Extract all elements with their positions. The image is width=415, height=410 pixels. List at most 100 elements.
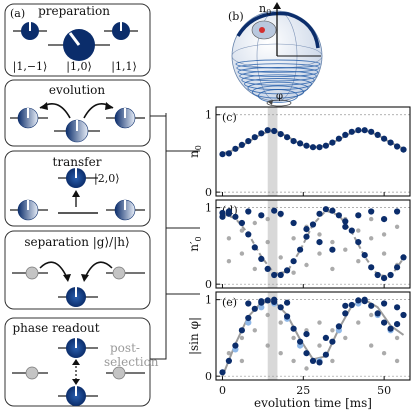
data-point (239, 251, 245, 256)
data-point (251, 244, 258, 251)
data-point (330, 239, 335, 245)
ket-label: |1,0⟩ (66, 60, 92, 74)
stage-separation: separation |g⟩/|h⟩ (4, 230, 151, 310)
data-point (232, 145, 239, 152)
ket-label: |1,1⟩ (111, 60, 137, 74)
data-point (356, 259, 361, 264)
data-point (265, 343, 270, 348)
data-point (322, 334, 329, 341)
data-point (284, 313, 291, 320)
data-point (271, 296, 278, 303)
data-point (394, 208, 401, 215)
data-point (317, 343, 322, 348)
data-point (329, 207, 336, 214)
data-point (265, 312, 270, 318)
stage-title: preparation (38, 4, 110, 18)
y-axis-label: n′0 (187, 236, 203, 251)
figure-label: (a) (10, 7, 25, 20)
data-point (225, 208, 232, 215)
data-point (381, 319, 388, 326)
data-point (355, 127, 362, 134)
panel-letter: (c) (222, 111, 237, 124)
data-point (304, 366, 309, 371)
data-point (232, 342, 239, 349)
stage-title: evolution (49, 83, 106, 97)
data-point (316, 144, 323, 151)
data-point (316, 239, 323, 246)
sphere-angle-label: φ (276, 91, 283, 102)
data-point (284, 134, 291, 141)
data-point (381, 251, 387, 256)
data-point (219, 369, 226, 376)
data-point (245, 300, 252, 307)
data-point (225, 357, 232, 364)
data-point (361, 252, 368, 259)
stage-title: phase readout (12, 321, 99, 335)
data-point (394, 335, 400, 341)
plot-frame (215, 291, 411, 381)
data-point (238, 327, 245, 334)
data-point (239, 228, 245, 233)
data-point (361, 127, 368, 134)
data-point (225, 150, 232, 157)
x-tick-label: 25 (296, 384, 310, 397)
data-point (304, 262, 309, 268)
data-point (271, 127, 278, 135)
data-point (394, 264, 401, 271)
data-point (291, 236, 296, 241)
data-point (245, 231, 252, 238)
data-point (258, 130, 265, 137)
data-point (368, 302, 375, 309)
data-point (271, 207, 278, 214)
atom-grey (25, 266, 39, 280)
data-point (317, 320, 322, 325)
data-point (374, 271, 381, 279)
stage-title: separation |g⟩/|h⟩ (24, 235, 129, 249)
post-selection-note: post-selection (104, 341, 159, 369)
data-point (394, 143, 401, 150)
x-axis-label: evolution time [ms] (254, 396, 372, 410)
data-point (387, 139, 394, 146)
data-point (290, 325, 297, 332)
data-point (381, 135, 388, 142)
data-point (264, 127, 271, 134)
y-tick-label: 1 (205, 202, 212, 215)
data-point (278, 255, 283, 260)
data-point (342, 310, 349, 317)
data-point (356, 320, 361, 325)
data-point (342, 302, 349, 309)
y-tick-label: 0 (205, 186, 212, 199)
data-point (303, 350, 310, 357)
data-point (226, 236, 232, 241)
highlight-band (267, 292, 278, 380)
data-point (387, 271, 394, 279)
highlight-band (267, 107, 278, 196)
data-point (330, 358, 335, 364)
data-point (219, 213, 226, 220)
data-point (342, 218, 349, 225)
data-point (264, 297, 271, 304)
data-point (309, 144, 317, 151)
data-point (277, 304, 284, 311)
highlight-band (267, 200, 278, 288)
data-point (355, 297, 362, 304)
data-point (394, 224, 400, 229)
data-point (271, 271, 278, 279)
data-point (316, 210, 323, 217)
stage-transfer: transfer |2,0⟩ (4, 150, 151, 227)
data-point (245, 319, 252, 326)
plot-frame (215, 199, 411, 289)
data-point (290, 258, 297, 265)
connectors (150, 113, 200, 360)
data-point (394, 358, 400, 364)
data-point (374, 131, 381, 138)
data-point (394, 304, 401, 311)
data-point (303, 331, 310, 338)
data-point (374, 310, 381, 317)
data-point (369, 343, 374, 348)
data-point (335, 135, 342, 142)
data-point (258, 298, 265, 305)
